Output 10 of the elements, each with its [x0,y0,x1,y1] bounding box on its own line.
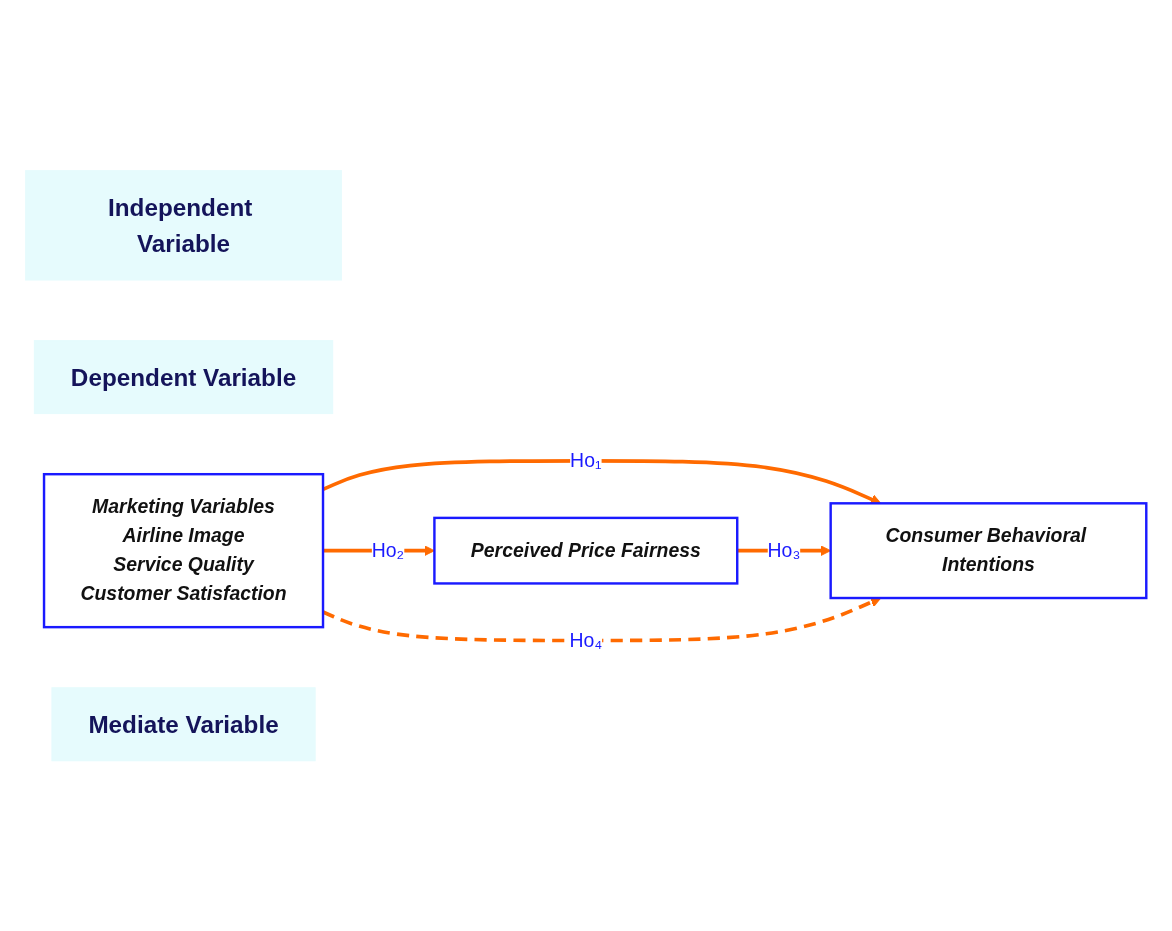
node-box: Perceived Price Fairness [433,516,739,585]
edge-label: Ho₂ [371,539,405,561]
node-box: Dependent Variable [33,339,334,414]
node-box: Marketing Variables Airline Image Service Quality Customer Satisfaction [42,472,325,629]
edge-label: Ho₃ [767,539,801,561]
node-box: Independent Variable [25,169,342,281]
node-box: Consumer Behavioral Intentions [829,501,1148,600]
edge-label: Ho₄ [569,629,603,651]
edge-label: Ho₁ [570,449,602,471]
node-box: Mediate Variable [51,687,316,762]
